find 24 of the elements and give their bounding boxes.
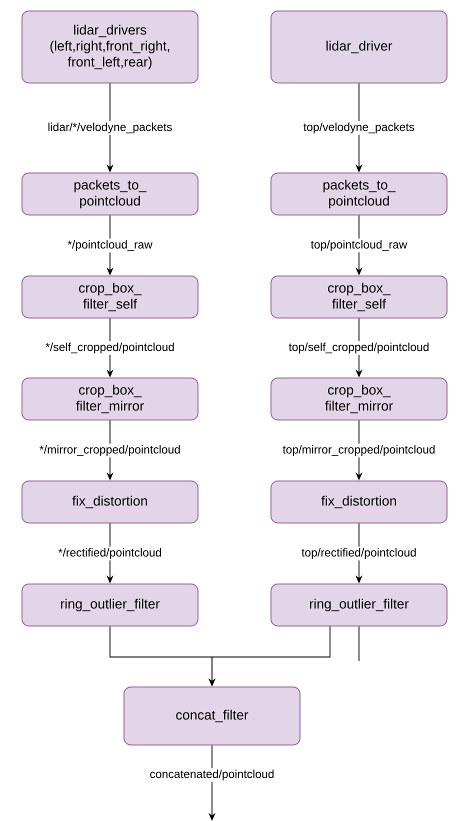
process-box: crop_box_ filter_mirror xyxy=(270,378,448,420)
process-box: packets_to_ pointcloud xyxy=(22,172,198,216)
edge-label: */self_cropped/pointcloud xyxy=(44,341,176,355)
edge-label: */rectified/pointcloud xyxy=(56,546,164,560)
edge-label: concatenated/pointcloud xyxy=(148,768,276,782)
process-box: lidar_drivers (left,right,front_right, front_left,rear) xyxy=(22,10,198,84)
process-box: crop_box_ filter_mirror xyxy=(22,378,198,420)
process-box: crop_box_ filter_self xyxy=(270,276,448,318)
process-box: lidar_driver xyxy=(270,10,448,84)
edge-label: */pointcloud_raw xyxy=(66,238,154,252)
process-box: ring_outlier_filter xyxy=(270,584,448,626)
edge-label: top/rectified/pointcloud xyxy=(300,546,418,560)
edge-label: top/pointcloud_raw xyxy=(309,238,409,252)
process-box: fix_distortion xyxy=(22,480,198,524)
process-box: concat_filter xyxy=(124,686,300,746)
edge-label: top/velodyne_packets xyxy=(302,121,416,135)
edge-label: */mirror_cropped/pointcloud xyxy=(38,444,182,458)
edge-label: lidar/*/velodyne_packets xyxy=(46,121,174,135)
process-box: ring_outlier_filter xyxy=(22,584,198,626)
process-box: crop_box_ filter_self xyxy=(22,276,198,318)
process-box: fix_distortion xyxy=(270,480,448,524)
edge-label: top/mirror_cropped/pointcloud xyxy=(281,444,437,458)
process-box: packets_to_ pointcloud xyxy=(270,172,448,216)
edge-label: top/self_cropped/pointcloud xyxy=(287,341,431,355)
